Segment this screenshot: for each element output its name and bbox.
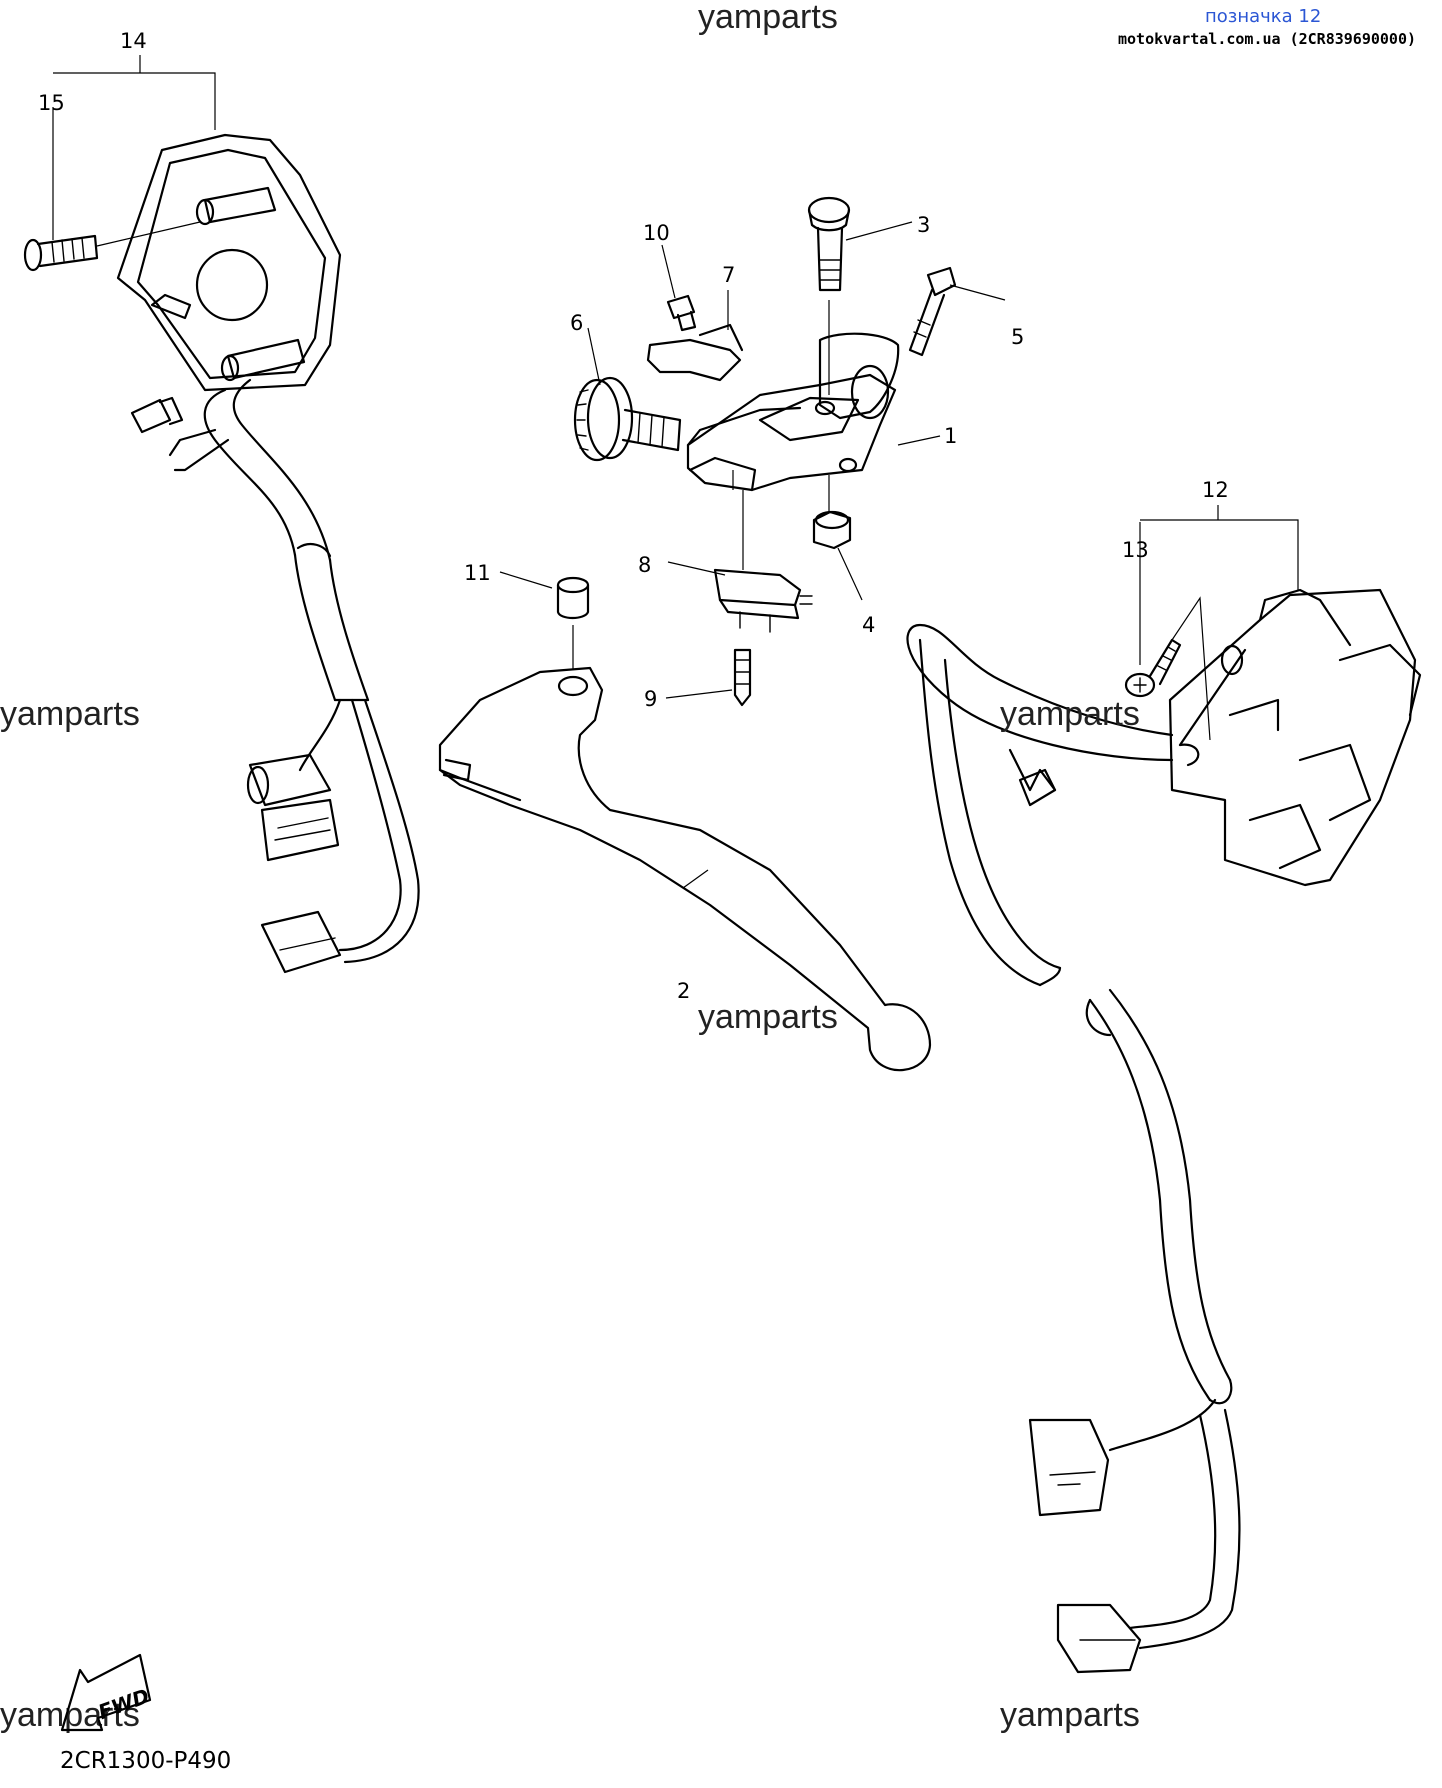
lever-collar [499, 571, 590, 670]
callout-7: 7 [722, 263, 735, 287]
watermark: yamparts [0, 695, 140, 733]
left-handlebar-switch [116, 133, 342, 392]
right-handlebar-switch [1168, 588, 1422, 887]
lever-holder [686, 332, 900, 492]
header-label: позначка 12 [1205, 6, 1321, 27]
callout-12: 12 [1202, 478, 1229, 502]
switch-screw [665, 648, 752, 707]
right-switch-harness [906, 623, 1241, 1674]
callout-2: 2 [677, 979, 690, 1003]
left-switch-harness [130, 378, 420, 974]
watermark: yamparts [1000, 695, 1140, 733]
watermark: yamparts [1000, 1696, 1140, 1734]
callout-8: 8 [638, 553, 651, 577]
brake-light-switch [667, 490, 813, 633]
callout-4: 4 [862, 613, 875, 637]
brake-lever [438, 666, 932, 1072]
callout-1: 1 [944, 424, 957, 448]
pivot-nut [812, 475, 863, 601]
holder-screw [908, 266, 1006, 357]
callout-14: 14 [120, 29, 147, 53]
callout-10: 10 [643, 221, 670, 245]
lever-adjuster [573, 327, 682, 462]
watermark: yamparts [698, 998, 838, 1036]
callout-11: 11 [464, 561, 491, 585]
left-switch-screw [23, 221, 201, 272]
pivot-bolt [807, 196, 913, 395]
cam-bolt [661, 244, 697, 332]
drawing-code: 2CR1300-P490 [60, 1748, 231, 1774]
callout-6: 6 [570, 311, 583, 335]
callout-15: 15 [38, 91, 65, 115]
callout-13: 13 [1122, 538, 1149, 562]
right-switch-screw [1124, 596, 1211, 741]
watermark: yamparts [698, 0, 838, 36]
callout-5: 5 [1011, 325, 1024, 349]
header-site: motokvartal.com.ua (2CR839690000) [1118, 30, 1416, 48]
callout-9: 9 [644, 687, 657, 711]
switch-cam [646, 290, 744, 382]
callout-3: 3 [917, 213, 930, 237]
